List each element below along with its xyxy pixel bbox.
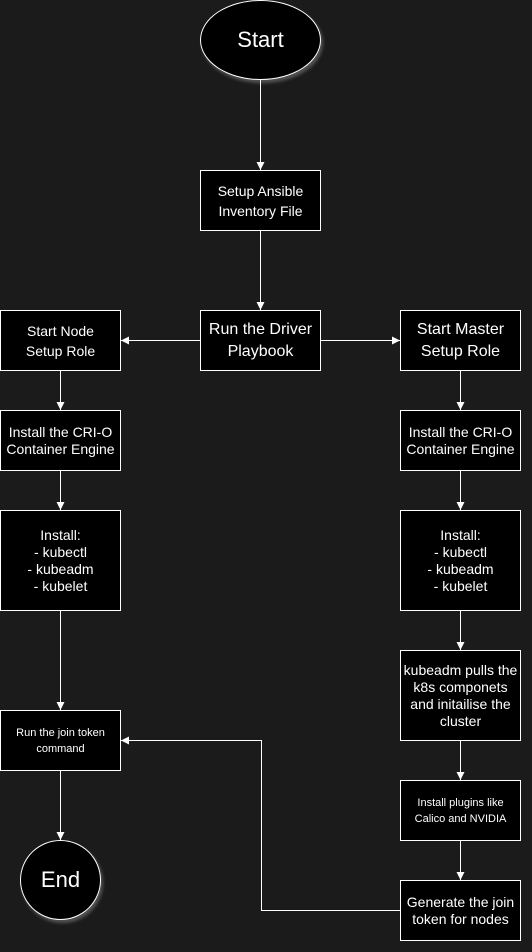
node-crio-install-node: Install the CRI-O Container Engine xyxy=(0,410,121,471)
join-token-node: Run the join token command xyxy=(0,710,121,771)
generate-token-node: Generate the join token for nodes xyxy=(400,880,521,941)
master-kube-install-node: Install: - kubectl - kubeadm - kubelet xyxy=(400,510,521,611)
install-plugins-node: Install plugins like Calico and NVIDIA xyxy=(400,780,521,841)
driver-playbook-node: Run the Driver Playbook xyxy=(200,310,321,371)
master-crio-install-node: Install the CRI-O Container Engine xyxy=(400,410,521,471)
kubeadm-init-node: kubeadm pulls the k8s componets and init… xyxy=(400,650,521,741)
setup-inventory-node: Setup Ansible Inventory File xyxy=(200,170,321,231)
node-setup-role-node: Start Node Setup Role xyxy=(0,310,121,371)
edge-token-to-join xyxy=(121,736,400,911)
end-node: End xyxy=(20,840,101,920)
master-setup-role-node: Start Master Setup Role xyxy=(400,310,521,371)
node-kube-install-node: Install: - kubectl - kubeadm - kubelet xyxy=(0,510,121,611)
start-node: Start xyxy=(200,0,321,80)
